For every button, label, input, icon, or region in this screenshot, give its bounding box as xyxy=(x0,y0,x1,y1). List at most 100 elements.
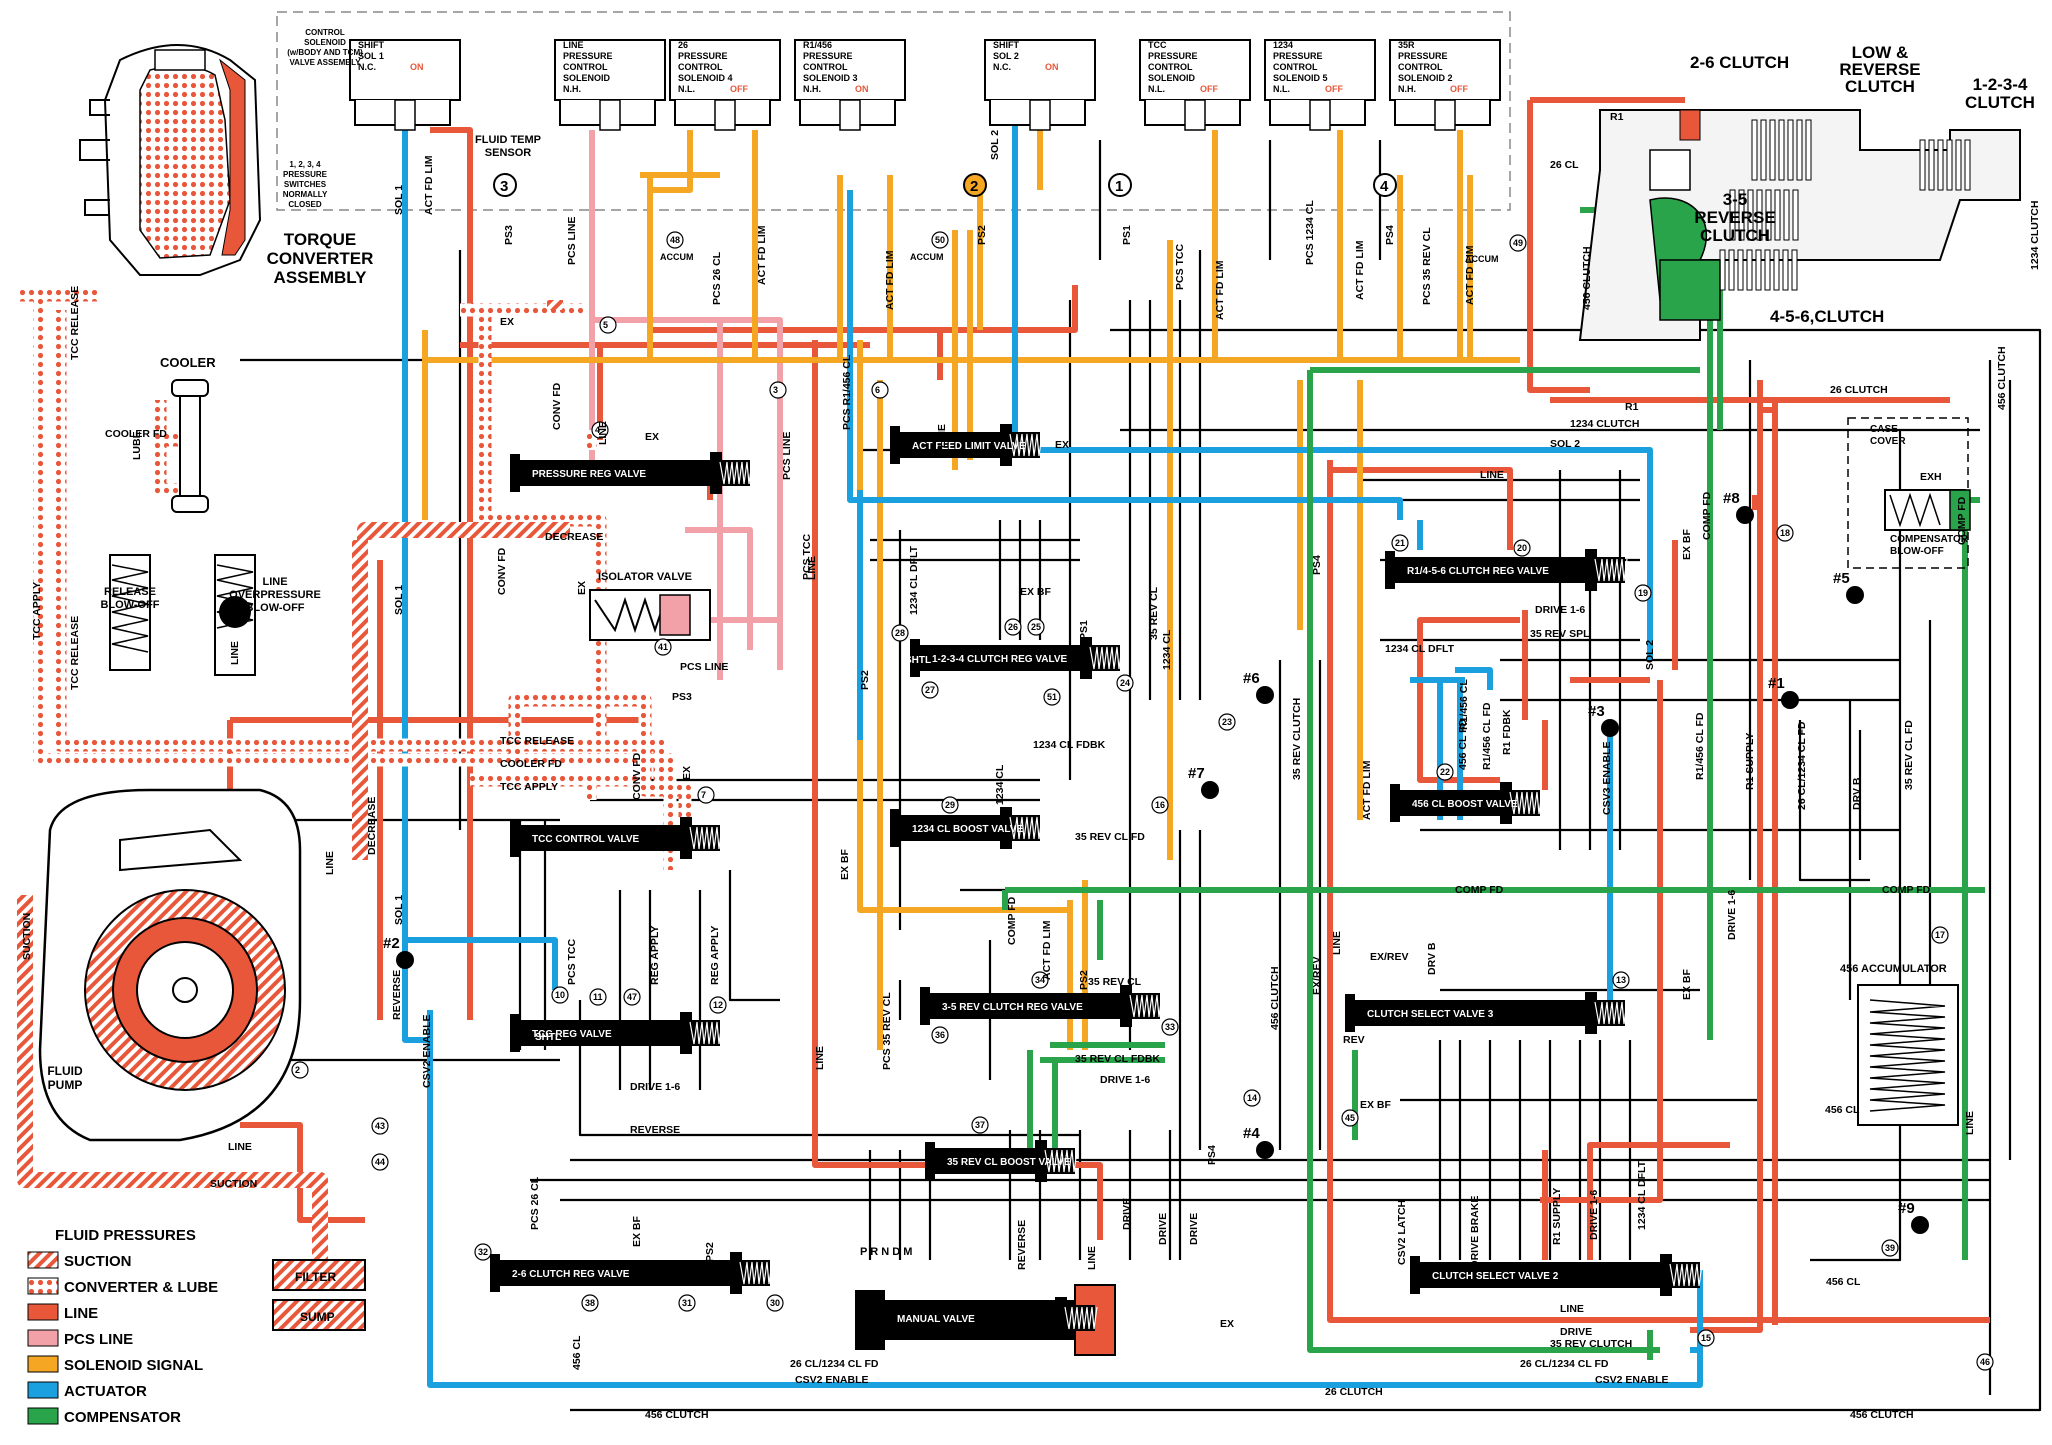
text-passage_labels-rev_clutch_35: 35 REV CLUTCH xyxy=(1550,1338,1632,1350)
text-passage_labels-ps2: PS2 xyxy=(1078,970,1090,990)
text-passage_labels-clutch_1234: 1234 CLUTCH xyxy=(2029,201,2041,270)
port-22 xyxy=(1436,763,1454,781)
check-ball-label: #5 xyxy=(1833,570,1850,587)
port-41 xyxy=(654,638,672,656)
port-label: 39 xyxy=(1885,1243,1895,1253)
text-passage_labels-pcs_35: PCS 35 REV CL xyxy=(881,992,893,1070)
label-solenoids-6-type: N.L. xyxy=(1273,84,1290,94)
port-31 xyxy=(678,1294,696,1312)
text-titles-control_solenoid-1: SOLENOID xyxy=(304,38,346,47)
pressure-switch-number xyxy=(963,173,987,197)
valve-2: ACT FEED LIMIT VALVE xyxy=(890,424,1043,466)
text-passage_labels-pcs_26_cl: PCS 26 CL xyxy=(711,251,723,305)
label-solenoids-2-name-0: 26 xyxy=(678,40,688,50)
check-ball xyxy=(1256,686,1274,704)
port-label: 20 xyxy=(1517,543,1527,553)
port-label: 49 xyxy=(1513,238,1523,248)
text-titles-pressure_switches-0: 1, 2, 3, 4 xyxy=(289,160,321,169)
text-passage_labels-line: LINE xyxy=(324,851,336,875)
port-label: 47 xyxy=(627,992,637,1002)
passage xyxy=(1008,1130,1172,1260)
text-titles-case_cover-0: CASE xyxy=(1870,424,1898,435)
legend-label: SUCTION xyxy=(64,1253,132,1270)
label-solenoids-0-state: ON xyxy=(410,62,424,72)
text-passage_labels-clutch_1234: 1234 CLUTCH xyxy=(1570,418,1639,430)
actuator-passage xyxy=(402,120,558,990)
valve-label: R1/4-5-6 CLUTCH REG VALVE xyxy=(1407,566,1549,577)
text-passage_labels-cl_1234: 1234 CL xyxy=(1161,629,1173,670)
clutch-plate xyxy=(1919,139,1926,191)
text-titles-low_reverse-1: REVERSE xyxy=(1839,60,1920,79)
valve-6: 456 CL BOOST VALVE xyxy=(1390,782,1543,824)
text-passage_labels-pcs_tcc: PCS TCC xyxy=(566,938,578,985)
clutch-plate xyxy=(1751,119,1758,181)
label-solenoids-1-name-1: PRESSURE xyxy=(563,51,613,61)
text-passage_labels-r1_supply: R1 SUPPLY xyxy=(1551,1188,1563,1245)
text-passage_labels-sol2: SOL 2 xyxy=(1550,438,1580,450)
label-solenoids-2-state: OFF xyxy=(730,84,748,94)
456-piston xyxy=(1659,259,1721,321)
text-passage_labels-comp_fd: COMP FD xyxy=(1882,884,1931,896)
clutch-plate xyxy=(1778,119,1785,181)
port-label: 27 xyxy=(925,685,935,695)
port-39 xyxy=(1881,1239,1899,1257)
port-label: 22 xyxy=(1440,767,1450,777)
text-passage_labels-reverse: REVERSE xyxy=(630,1124,680,1136)
text-passage_labels-tcc_apply: TCC APPLY xyxy=(31,582,43,640)
text-titles-pressure_switches-2: SWITCHES xyxy=(284,180,327,189)
port-label: 28 xyxy=(895,628,905,638)
compensator-blowoff-graphic xyxy=(1884,489,1971,531)
valve-12: 2-6 CLUTCH REG VALVE xyxy=(490,1252,773,1294)
port-36 xyxy=(931,1026,949,1044)
label-solenoids-2-name-3: SOLENOID 4 xyxy=(678,73,733,83)
text-passage_labels-ex_bf: EX BF xyxy=(631,1215,643,1247)
text-passage_labels-ex_bf: EX BF xyxy=(839,848,851,880)
port-10 xyxy=(551,986,569,1004)
text-titles-clutch_1234-1: CLUTCH xyxy=(1965,93,2035,112)
legend-swatch xyxy=(27,1277,59,1295)
line-passage xyxy=(1735,397,1778,1325)
valve-label: PRESSURE REG VALVE xyxy=(532,469,646,480)
valve-label: 1234 CL BOOST VALVE xyxy=(912,824,1023,835)
port-label: 43 xyxy=(375,1121,385,1131)
line-passage xyxy=(1327,460,1990,1323)
port-12 xyxy=(709,996,727,1014)
text-titles-line_overpressure-1: OVERPRESSURE xyxy=(229,589,321,601)
filter-box xyxy=(272,1259,366,1291)
port-label: 6 xyxy=(875,385,880,395)
clutch-plate xyxy=(1792,189,1799,241)
label-solenoids-7-name-1: PRESSURE xyxy=(1398,51,1448,61)
label-solenoids-2-type: N.L. xyxy=(678,84,695,94)
port-label: 4 xyxy=(595,425,600,435)
text-passage_labels-cl_fd_456: 456 CL FD xyxy=(1457,718,1469,770)
check-ball xyxy=(1846,586,1864,604)
actuator-passage xyxy=(1455,667,1493,690)
valve-label: CLUTCH SELECT VALVE 3 xyxy=(1367,1009,1494,1020)
text-titles-compensator_blowoff-0: COMPENSATOR xyxy=(1890,534,1969,545)
text-titles-sump: SUMP xyxy=(300,1310,335,1324)
label-solenoids-0-name-0: SHIFT xyxy=(358,40,385,50)
text-passage_labels-ex: EX xyxy=(681,766,693,780)
port-label: 51 xyxy=(1047,692,1057,702)
text-passage_labels-drive_16: DRIVE 1-6 xyxy=(1588,1190,1600,1240)
check-ball-label: #4 xyxy=(1243,1125,1260,1142)
text-passage_labels-drive_16: DRIVE 1-6 xyxy=(630,1081,680,1093)
text-passage_labels-ps3: PS3 xyxy=(503,225,515,245)
port-23 xyxy=(1218,713,1236,731)
text-passage_labels-cl_1234_fd_26: 26 CL/1234 CL FD xyxy=(790,1358,879,1370)
text-passage_labels-cooler_fd: COOLER FD xyxy=(105,428,167,440)
clutch-plate xyxy=(1787,119,1794,181)
clutch-plate xyxy=(1737,249,1744,291)
text-passage_labels-cl_1234_fd_26: 26 CL/1234 CL FD xyxy=(1796,721,1808,810)
text-passage_labels-cl_456: 456 CL xyxy=(1826,1276,1861,1288)
accum-label: ACCUM xyxy=(1465,254,1499,264)
port-18 xyxy=(1776,524,1794,542)
text-passage_labels-ps1: PS1 xyxy=(1121,225,1133,245)
r1-passage-tip xyxy=(1679,109,1701,141)
lube-passage xyxy=(508,693,692,820)
label-solenoids-3-state: ON xyxy=(855,84,869,94)
port-44 xyxy=(371,1153,389,1171)
text-passage_labels-comp_fd: COMP FD xyxy=(1006,896,1018,945)
